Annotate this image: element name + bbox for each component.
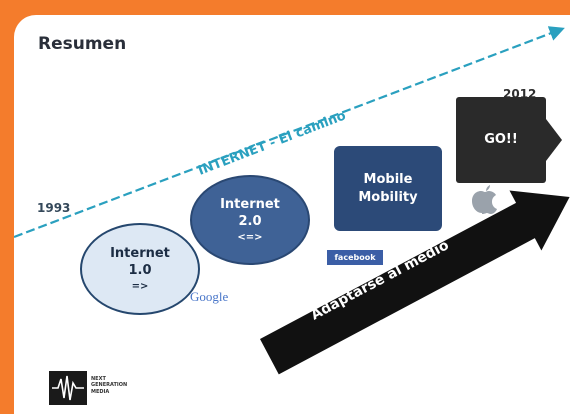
stage-mobile: Mobile Mobility [334,146,442,231]
stage-mobile-line2: Mobility [358,189,418,205]
timeline-arrow [14,26,565,239]
year-start-label: 1993 [37,201,71,215]
stage-internet-1-symbol: => [131,280,149,292]
stage-internet-2-version: 2.0 [238,214,262,230]
go-arrow-tip [546,119,562,161]
footer-brand-line1: NEXT [91,376,106,382]
apple-logo [472,185,497,214]
footer-brand-line3: MEDIA [91,388,110,395]
footer-brand: NEXT GENERATION MEDIA [91,376,127,395]
stage-mobile-line1: Mobile [363,171,413,187]
google-logo-text: Google [190,289,229,304]
stage-internet-2-title: Internet [220,196,280,212]
waveform-icon [52,375,84,401]
stage-internet-1: Internet 1.0 => [80,223,200,315]
slide-title: Resumen [38,34,127,54]
facebook-logo: facebook [327,250,383,265]
timeline-label: INTERNET - El camino [196,108,348,178]
stage-go-label: GO!! [484,132,518,148]
stage-internet-2-symbol: <=> [237,231,263,243]
adapt-arrow [260,190,570,375]
stage-internet-1-title: Internet [110,245,170,261]
footer-brand-line2: GENERATION [91,382,128,389]
slide: Resumen Adaptarse al medio INTERNET - El… [14,15,570,414]
footer-logo-icon [49,371,87,405]
diagram-graphics: Adaptarse al medio INTERNET - El camino [14,26,570,375]
google-logo: Google [190,289,228,305]
stage-go: GO!! [456,97,546,183]
stage-internet-2: Internet 2.0 <=> [190,175,310,265]
stage-internet-1-version: 1.0 [128,263,152,279]
